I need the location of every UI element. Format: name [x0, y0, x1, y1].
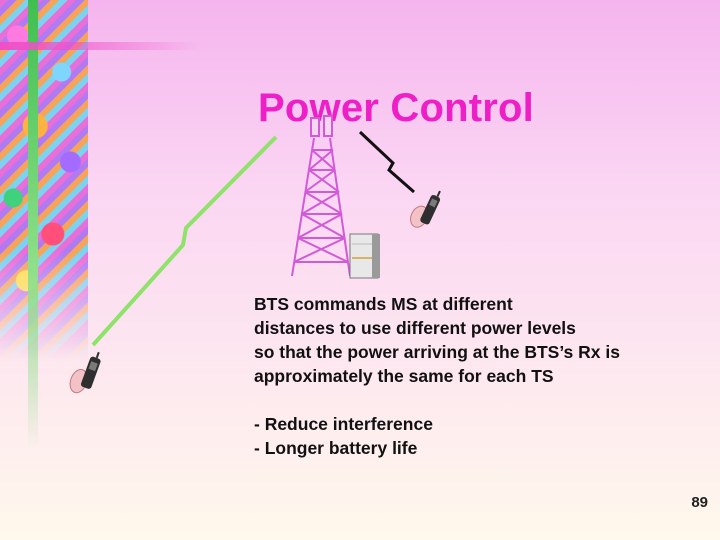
- bullet-item: - Reduce interference: [254, 414, 433, 434]
- slide-title: Power Control: [258, 86, 534, 130]
- decorative-pink-rule: [0, 42, 200, 50]
- near-link-lightning: [358, 130, 415, 194]
- base-station-cabinet-icon: [349, 233, 380, 279]
- body-line: approximately the same for each TS: [254, 366, 554, 386]
- page-number: 89: [691, 494, 708, 511]
- decorative-green-bar: [28, 0, 38, 450]
- slide-body-text: BTS commands MS at different distances t…: [254, 292, 620, 388]
- slide-bullets: - Reduce interference - Longer battery l…: [254, 412, 433, 460]
- far-link-lightning: [91, 135, 278, 347]
- decorative-collage: [0, 0, 88, 360]
- body-line: BTS commands MS at different: [254, 294, 513, 314]
- bullet-item: - Longer battery life: [254, 438, 418, 458]
- bts-tower-icon: [291, 115, 351, 277]
- mobile-phone-icon: [410, 190, 441, 228]
- body-line: so that the power arriving at the BTS’s …: [254, 342, 620, 362]
- body-line: distances to use different power levels: [254, 318, 576, 338]
- mobile-phone-icon: [69, 351, 101, 394]
